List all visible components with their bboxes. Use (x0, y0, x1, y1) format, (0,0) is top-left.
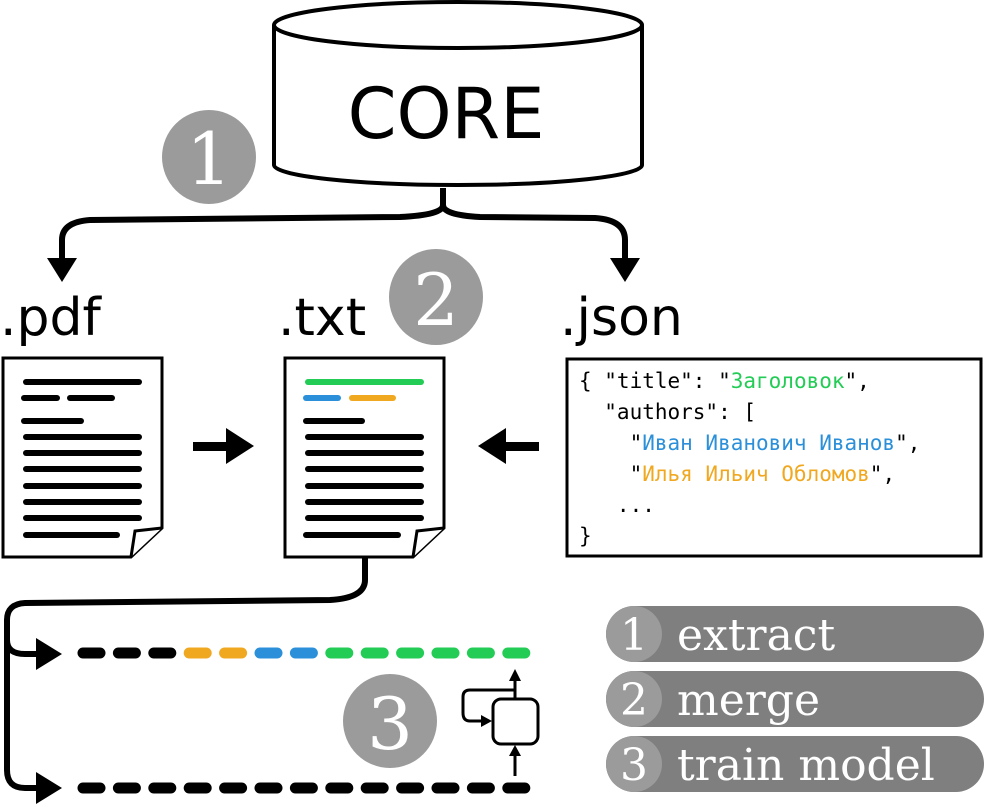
legend-number-badge (606, 671, 662, 727)
arrow-to-pdf (59, 188, 446, 260)
json-token: } (579, 524, 592, 548)
json-content: { "title": "Заголовок", "authors": [ "Ив… (579, 369, 920, 548)
legend-item: 1 extract (606, 606, 984, 662)
legend: 1 extract 2 merge 3 train model (606, 606, 984, 792)
txt-label: .txt (278, 288, 366, 348)
step-3-badge: 3 (343, 674, 437, 768)
legend-item: 3 train model (606, 736, 984, 792)
legend-number-badge (606, 606, 662, 662)
step-2-badge: 2 (389, 249, 483, 345)
arrowhead-labeled-seq-icon (36, 638, 62, 670)
json-label: .json (560, 288, 683, 348)
json-token: ", (870, 462, 895, 486)
txt-to-sequences-arrow (3, 558, 368, 791)
json-token: Иван Иванович Иванов (642, 431, 895, 455)
arrow-to-json (440, 204, 628, 260)
arrow-pdf-to-txt-icon (193, 428, 254, 464)
json-token: { "title": (579, 369, 718, 393)
json-token: ", (895, 431, 920, 455)
step-3-number: 3 (367, 682, 413, 766)
json-document: { "title": "Заголовок", "authors": [ "Ив… (565, 357, 983, 558)
step-1-number: 1 (186, 117, 232, 201)
json-token: " (579, 431, 642, 455)
legend-bar (606, 736, 984, 792)
json-token: Илья Ильич Обломов (642, 462, 870, 486)
legend-number-badge (606, 736, 662, 792)
legend-number: 3 (620, 740, 648, 791)
json-token: " (579, 462, 642, 486)
legend-item: 2 merge (606, 671, 984, 727)
arrow-json-to-txt-icon (478, 428, 539, 464)
legend-number: 2 (620, 675, 648, 726)
json-token: ", (845, 369, 870, 393)
arrowhead-input-seq-icon (36, 772, 62, 804)
legend-label: extract (677, 610, 835, 661)
step-2-number: 2 (413, 258, 459, 342)
legend-bar (606, 671, 984, 727)
json-token: Заголовок (731, 369, 845, 393)
json-token: "authors": [ (579, 400, 756, 424)
branch-arrows (59, 188, 628, 260)
step-1-badge: 1 (162, 110, 256, 204)
txt-document-icon (283, 356, 446, 559)
legend-label: merge (677, 675, 820, 726)
json-token: ... (579, 493, 655, 517)
legend-number: 1 (620, 610, 648, 661)
legend-label: train model (677, 740, 935, 791)
arrowhead-json-icon (610, 258, 640, 282)
pdf-document-icon (1, 356, 164, 559)
legend-bar (606, 606, 984, 662)
json-token: " (718, 369, 731, 393)
database-label: CORE (348, 73, 545, 155)
arrowhead-pdf-icon (47, 258, 77, 282)
recurrent-cell-icon (461, 669, 540, 776)
pdf-label: .pdf (0, 288, 103, 348)
core-database-icon: CORE (272, 0, 644, 187)
